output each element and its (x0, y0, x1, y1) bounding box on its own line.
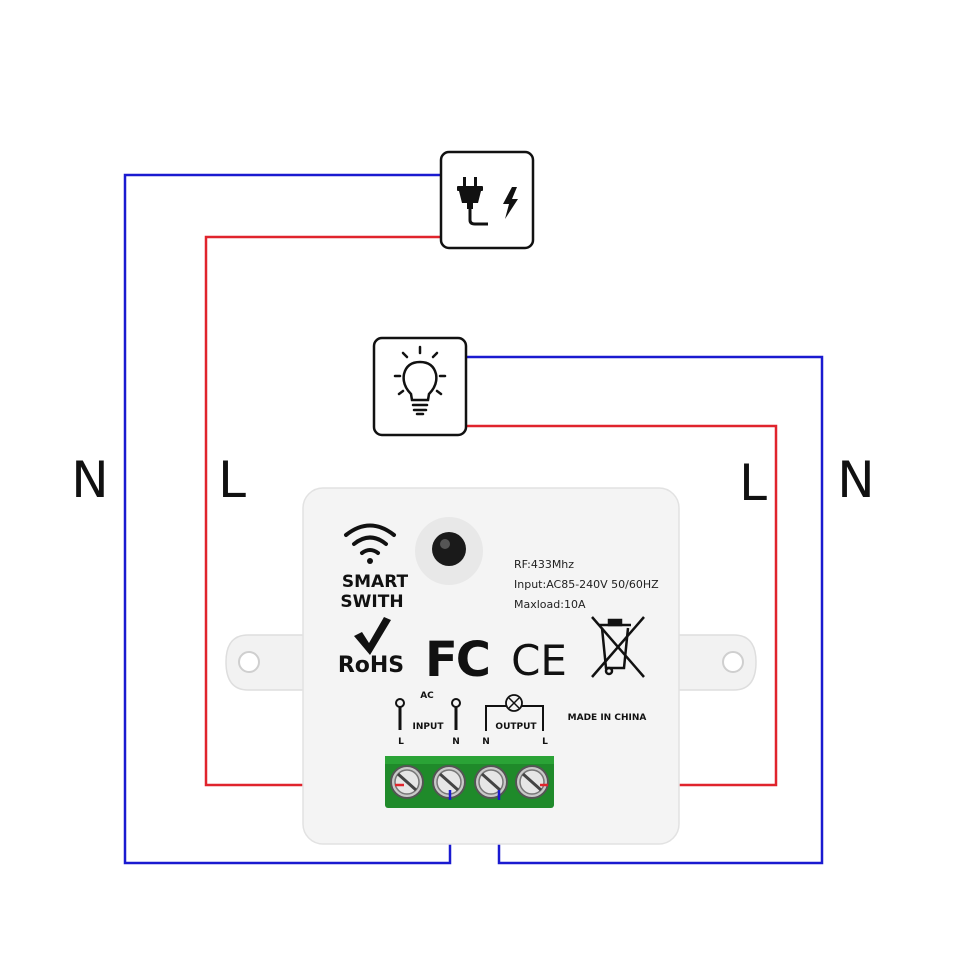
output-n-label: N (482, 737, 490, 747)
rohs-mark: RoHS (338, 617, 404, 678)
wifi-icon (344, 523, 396, 564)
lightning-icon (503, 187, 518, 219)
ac-label: AC (420, 691, 434, 701)
output-l-label: L (542, 737, 548, 747)
pairing-button[interactable] (415, 517, 483, 585)
power-plug-icon (457, 177, 488, 226)
input-label: INPUT (413, 722, 445, 732)
wire-label-right-live: L (739, 454, 767, 512)
brand-line-2: SWITH (340, 592, 403, 612)
lamp-box (372, 336, 468, 437)
checkmark-icon (354, 617, 391, 655)
power-source-box (439, 150, 535, 250)
crossed-out-bin-icon (591, 616, 645, 678)
wire-label-left-neutral: N (71, 451, 108, 509)
made-in-label: MADE IN CHINA (568, 713, 647, 723)
light-bulb-icon (393, 345, 447, 416)
fcc-mark: FC (425, 632, 489, 688)
terminal-screw-output-n[interactable] (474, 765, 508, 799)
smart-switch-device: SMART SWITH RF:433Mhz Input:AC85-240V 50… (225, 487, 757, 845)
input-l-label: L (398, 737, 404, 747)
wire-label-left-live: L (218, 451, 246, 509)
device-body (302, 487, 680, 845)
mounting-ear-left (225, 634, 311, 691)
input-terminal-diagram: AC INPUT L N (395, 691, 461, 747)
wire-ends (395, 783, 548, 800)
terminal-screw-input-l[interactable] (390, 765, 424, 799)
spec-input: Input:AC85-240V 50/60HZ (514, 578, 659, 591)
brand-line-1: SMART (342, 572, 409, 592)
output-label: OUTPUT (495, 722, 537, 732)
mounting-ear-right (671, 634, 757, 691)
terminal-screw-output-l[interactable] (515, 765, 549, 799)
spec-rf: RF:433Mhz (514, 558, 574, 571)
lamp-symbol-icon (505, 694, 523, 712)
spec-maxload: Maxload:10A (514, 598, 586, 611)
rohs-text: RoHS (338, 653, 404, 678)
output-terminal-diagram: OUTPUT N L (482, 694, 548, 747)
ce-mark: CE (511, 636, 567, 685)
wire-label-right-neutral: N (837, 451, 874, 509)
input-n-label: N (452, 737, 460, 747)
terminal-block (385, 756, 554, 808)
